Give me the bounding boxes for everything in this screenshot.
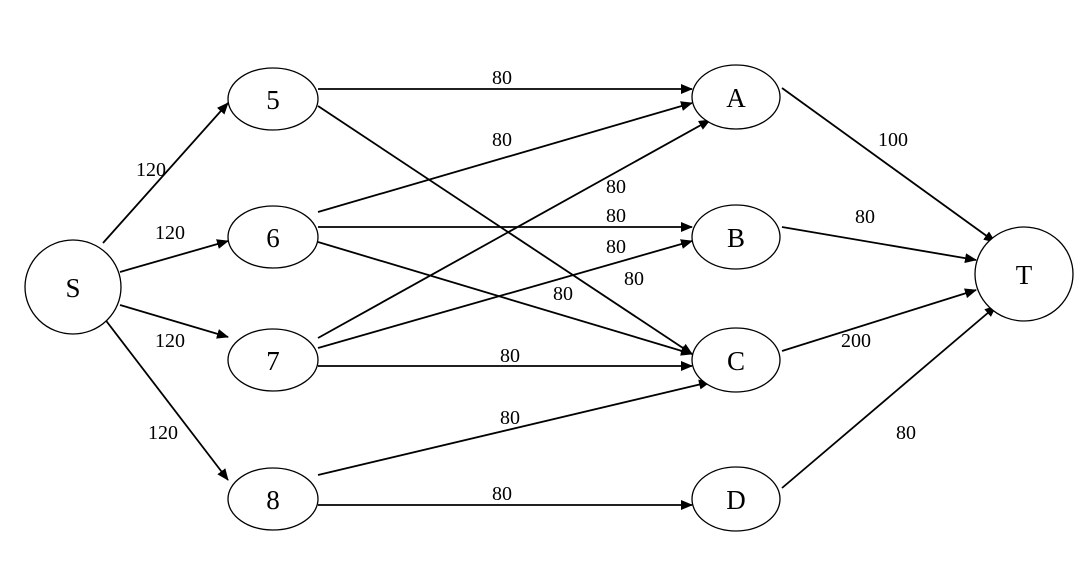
edge-label-8-to-c: 80	[500, 407, 520, 429]
node-7-ellipse	[227, 328, 319, 392]
edge-label-S-to-8: 120	[148, 422, 178, 444]
edge-B-to-t	[781, 226, 977, 264]
node-7: 7	[227, 328, 319, 392]
edge-label-6-to-c: 80	[553, 283, 573, 305]
edge-S-to-8	[103, 317, 229, 481]
edge-label-5-to-c: 80	[624, 268, 644, 290]
node-t-label: T	[1016, 260, 1033, 290]
node-8-label: 8	[266, 485, 280, 515]
edge-7-to-b	[317, 239, 693, 349]
node-c: C	[691, 327, 781, 393]
edge-labels-layer: 120 120 120 120 80 80 80 80 80 80 80 80 80 80 100 80 200…	[136, 67, 916, 505]
edge-A-to-t	[781, 87, 996, 243]
edge-label-6-to-b: 80	[606, 205, 626, 227]
node-c-label: C	[727, 346, 745, 376]
node-6-label: 6	[266, 223, 280, 253]
node-5-label: 5	[266, 85, 280, 115]
node-t: T	[974, 226, 1074, 322]
node-b-ellipse	[691, 204, 781, 270]
node-a: A	[691, 64, 781, 130]
node-d-label: D	[726, 485, 746, 515]
edge-label-6-to-a: 80	[492, 129, 512, 151]
node-8: 8	[227, 467, 319, 531]
edge-label-D-to-t: 80	[896, 422, 916, 444]
node-8-ellipse	[227, 467, 319, 531]
node-d: D	[691, 466, 781, 532]
edges-layer	[102, 84, 997, 510]
node-6: 6	[227, 205, 319, 269]
edge-label-C-to-t: 200	[841, 330, 871, 352]
edge-label-7-to-c: 80	[500, 345, 520, 367]
edge-6-to-a	[317, 101, 693, 213]
edge-S-to-7	[119, 304, 229, 339]
node-d-ellipse	[691, 466, 781, 532]
node-c-ellipse	[691, 327, 781, 393]
node-a-label: A	[726, 83, 746, 113]
node-5-ellipse	[227, 67, 319, 131]
edge-label-S-to-6: 120	[155, 222, 185, 244]
edge-C-to-t	[781, 288, 977, 352]
node-s-label: S	[65, 273, 80, 303]
node-5: 5	[227, 67, 319, 131]
edge-label-7-to-b: 80	[606, 236, 626, 258]
edge-S-to-5	[102, 102, 229, 244]
edge-D-to-t	[781, 305, 997, 489]
edge-label-S-to-5: 120	[136, 159, 166, 181]
node-s-ellipse	[24, 239, 122, 335]
nodes-layer: S 5 6 7 8 A B C D T	[24, 64, 1074, 532]
node-7-label: 7	[266, 346, 280, 376]
node-b: B	[691, 204, 781, 270]
edge-label-7-to-a: 80	[606, 176, 626, 198]
edge-5-to-c	[317, 105, 693, 355]
node-b-label: B	[727, 223, 745, 253]
node-t-ellipse	[974, 226, 1074, 322]
edge-label-B-to-t: 80	[855, 206, 875, 228]
edge-6-to-c	[317, 241, 693, 356]
edge-7-to-a	[317, 119, 711, 339]
node-s: S	[24, 239, 122, 335]
node-a-ellipse	[691, 64, 781, 130]
edge-label-5-to-a: 80	[492, 67, 512, 89]
edge-8-to-c	[317, 379, 711, 476]
edge-label-A-to-t: 100	[878, 129, 908, 151]
node-6-ellipse	[227, 205, 319, 269]
edge-label-S-to-7: 120	[155, 330, 185, 352]
edge-S-to-6	[119, 239, 229, 273]
edge-label-8-to-d: 80	[492, 483, 512, 505]
